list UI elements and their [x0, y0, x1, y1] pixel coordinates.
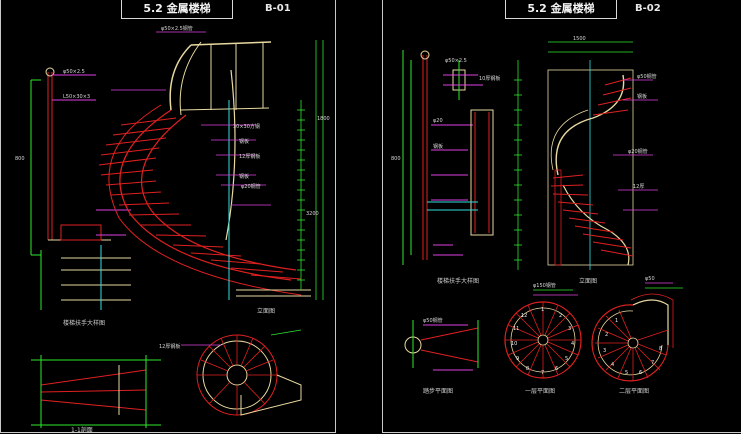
- caption-elevation: 立面图: [257, 308, 276, 315]
- sheet-title: 5.2 金属楼梯: [143, 2, 211, 15]
- sheet-title-box: 5.2 金属楼梯: [121, 0, 233, 19]
- svg-text:7: 7: [651, 360, 654, 366]
- svg-text:φ50×2.5: φ50×2.5: [63, 69, 85, 75]
- svg-text:钢板: 钢板: [239, 173, 249, 180]
- svg-text:φ20钢管: φ20钢管: [241, 183, 261, 190]
- svg-text:12厚钢板: 12厚钢板: [239, 153, 260, 160]
- svg-text:6: 6: [639, 370, 642, 376]
- svg-text:φ20钢管: φ20钢管: [628, 148, 648, 155]
- svg-text:800: 800: [15, 156, 25, 162]
- stair-drawing-b02: φ50×2.5 10厚钢板 φ20 钢板 800 1500 φ50钢管 钢板 φ…: [391, 36, 683, 382]
- svg-text:4: 4: [611, 362, 614, 368]
- tread-detail-b02: [404, 320, 479, 371]
- svg-text:钢板: 钢板: [433, 143, 443, 150]
- svg-text:钢板: 钢板: [239, 138, 249, 145]
- sheet-code: B-02: [635, 3, 661, 14]
- svg-text:12厚钢板: 12厚钢板: [159, 343, 180, 350]
- svg-text:φ50钢管: φ50钢管: [423, 317, 443, 324]
- svg-text:φ150钢管: φ150钢管: [533, 282, 556, 289]
- caption-elevation: 立面图: [579, 278, 598, 285]
- svg-text:2: 2: [605, 332, 608, 338]
- handrail-side-view: [30, 67, 131, 310]
- svg-text:φ20: φ20: [433, 118, 443, 124]
- svg-text:φ50×2.5钢管: φ50×2.5钢管: [161, 25, 193, 32]
- spiral-plan-first-floor: [504, 289, 582, 379]
- svg-text:12厚: 12厚: [633, 184, 644, 190]
- svg-text:2: 2: [559, 313, 562, 319]
- drawing-sheet-b01: 5.2 金属楼梯 B-01: [0, 0, 336, 434]
- sheet-title-box: 5.2 金属楼梯: [505, 0, 617, 19]
- sheet-title: 5.2 金属楼梯: [527, 2, 595, 15]
- svg-text:3: 3: [568, 326, 571, 332]
- caption-bottom: 1-1剖面: [71, 427, 93, 434]
- svg-text:1500: 1500: [573, 36, 586, 42]
- spiral-plan-second-floor: [591, 282, 683, 382]
- svg-text:12: 12: [521, 313, 527, 319]
- svg-text:9: 9: [516, 356, 519, 362]
- svg-text:8: 8: [659, 346, 662, 352]
- svg-text:φ50×2.5: φ50×2.5: [445, 58, 467, 64]
- svg-text:800: 800: [391, 156, 401, 162]
- svg-text:10厚钢板: 10厚钢板: [479, 75, 500, 82]
- handrail-detail: [402, 50, 494, 265]
- tread-detail: [31, 355, 161, 428]
- caption-handrail: 楼梯扶手大样图: [437, 278, 480, 285]
- svg-text:4: 4: [571, 341, 574, 347]
- caption-plan-left: 一层平面图: [525, 388, 556, 395]
- svg-text:3200: 3200: [306, 211, 319, 217]
- svg-text:5: 5: [625, 370, 628, 376]
- caption-detail: 踏步平面图: [423, 388, 454, 395]
- svg-text:φ50: φ50: [645, 276, 655, 282]
- svg-text:6: 6: [555, 366, 558, 372]
- svg-text:1800: 1800: [317, 116, 330, 122]
- svg-text:7: 7: [541, 370, 544, 376]
- spiral-plan-b01: [181, 329, 302, 416]
- caption-side-view: 楼梯扶手大样图: [63, 320, 106, 327]
- svg-text:3: 3: [603, 348, 606, 354]
- svg-text:φ50钢管: φ50钢管: [637, 73, 657, 80]
- svg-text:10: 10: [511, 341, 517, 347]
- svg-text:11: 11: [513, 326, 519, 332]
- drawing-sheet-b02: 5.2 金属楼梯 B-02: [382, 0, 741, 433]
- svg-text:1: 1: [541, 307, 544, 313]
- spiral-stair-elevation-b02: [514, 41, 658, 270]
- stair-drawing-b01: φ50×2.5 L50×30×3 800 φ50×2.5钢管 30×30方钢 钢…: [15, 25, 330, 428]
- svg-text:钢板: 钢板: [637, 93, 647, 100]
- svg-text:1: 1: [615, 318, 618, 324]
- plan-step-numbers: 1 2 3 4 5 6 7 8 9 10 11 12 1 2 3 4 5 6 7…: [511, 307, 662, 376]
- svg-text:5: 5: [565, 356, 568, 362]
- sheet-code: B-01: [265, 3, 291, 14]
- svg-text:L50×30×3: L50×30×3: [63, 94, 90, 100]
- svg-text:8: 8: [526, 366, 529, 372]
- caption-plan-right: 二层平面图: [619, 388, 650, 395]
- svg-text:30×30方钢: 30×30方钢: [233, 123, 260, 130]
- spiral-stair-elevation: [98, 41, 311, 300]
